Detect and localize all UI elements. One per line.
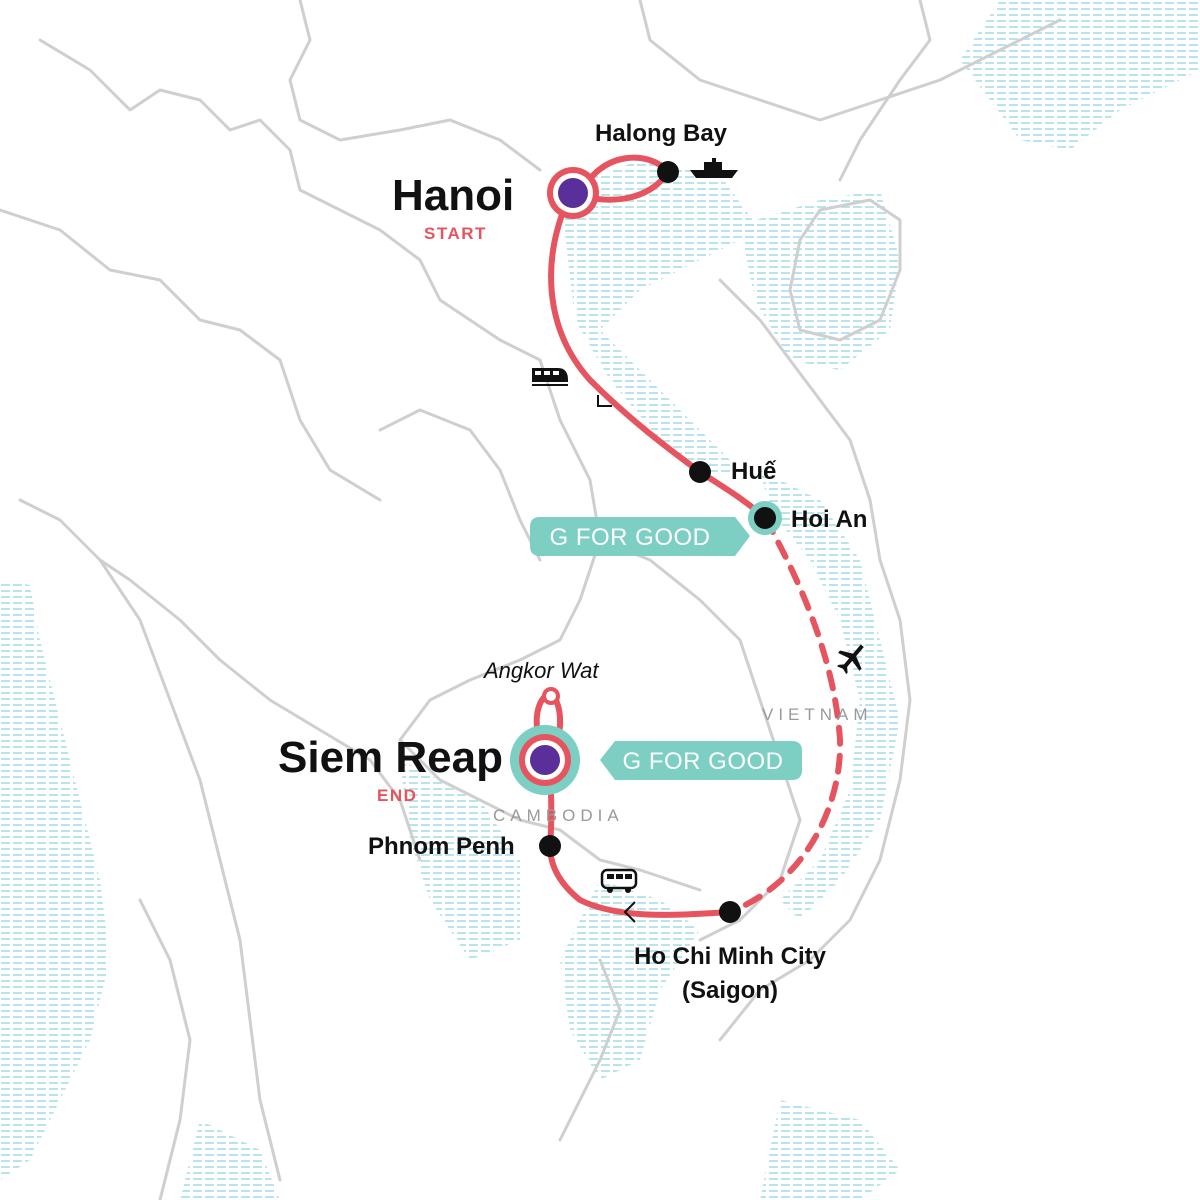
hoian-marker[interactable] bbox=[754, 507, 776, 529]
hue-marker[interactable] bbox=[689, 461, 711, 483]
bus-icon bbox=[600, 868, 638, 893]
route-hanoi-hue bbox=[548, 192, 703, 475]
hanoi-marker[interactable] bbox=[558, 178, 588, 208]
hanoi-label: Hanoi bbox=[392, 171, 514, 220]
hoian-badge-label: G FOR GOOD bbox=[550, 524, 711, 551]
start-tag: START bbox=[424, 224, 487, 243]
country-borders bbox=[0, 0, 1062, 1200]
route-hcmc-phnompenh bbox=[547, 843, 733, 918]
hcmc-marker[interactable] bbox=[719, 901, 741, 923]
siemreap-good-badge[interactable]: G FOR GOOD bbox=[600, 741, 802, 780]
direction-arrows bbox=[597, 395, 636, 923]
halong-marker[interactable] bbox=[657, 161, 679, 183]
siemreap-badge-label: G FOR GOOD bbox=[623, 748, 784, 775]
siemreap-marker[interactable] bbox=[530, 745, 560, 775]
arrow-west bbox=[623, 901, 636, 923]
train-icon bbox=[532, 368, 568, 386]
boat-icon bbox=[690, 158, 738, 178]
stop-markers bbox=[510, 161, 782, 923]
hue-label: Huế bbox=[731, 458, 777, 485]
plane-icon bbox=[837, 644, 864, 675]
halong-label: Halong Bay bbox=[595, 120, 728, 147]
vietnam-country-label: VIETNAM bbox=[762, 705, 873, 724]
hcmc-label: Ho Chi Minh City bbox=[634, 943, 827, 970]
cambodia-country-label: CAMBODIA bbox=[493, 806, 624, 825]
angkor-marker[interactable] bbox=[542, 687, 560, 705]
hoian-good-badge[interactable]: G FOR GOOD bbox=[530, 517, 750, 556]
hoian-label: Hoi An bbox=[791, 506, 867, 533]
hcmc-sublabel: (Saigon) bbox=[682, 977, 778, 1004]
angkor-label: Angkor Wat bbox=[482, 658, 599, 683]
siemreap-label: Siem Reap bbox=[278, 733, 503, 782]
phnompenh-marker[interactable] bbox=[539, 835, 561, 857]
phnompenh-label: Phnom Penh bbox=[368, 833, 515, 860]
arrow-south bbox=[597, 395, 612, 407]
route-hoian-hcmc-flight bbox=[727, 515, 844, 915]
end-tag: END bbox=[377, 786, 417, 805]
